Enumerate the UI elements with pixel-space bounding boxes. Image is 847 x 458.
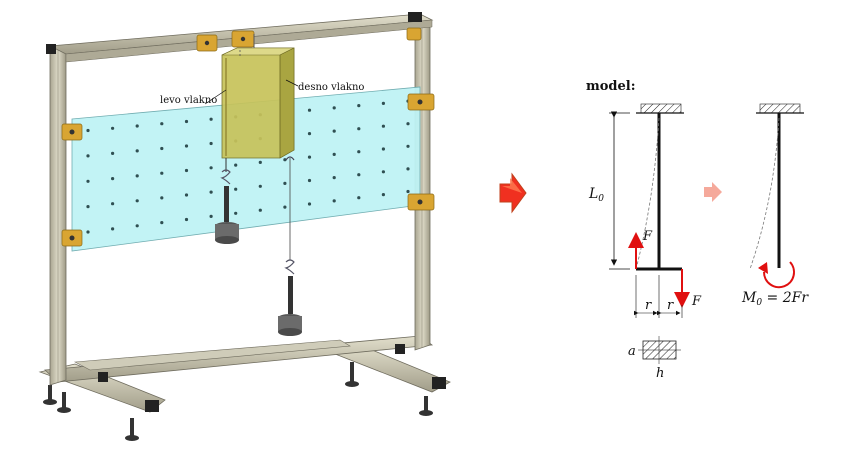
force-label-left: F — [642, 229, 653, 244]
right-fiber-leader — [285, 79, 299, 87]
cross-section-a-label: a — [628, 344, 636, 359]
fixed-support-left — [640, 103, 682, 114]
panel-hole — [209, 214, 213, 218]
force-label-right: F — [691, 294, 702, 309]
panel-hole — [135, 199, 139, 203]
panel-hole — [184, 168, 189, 173]
panel-hole — [258, 160, 262, 164]
panel-hole — [307, 108, 312, 112]
panel-hole — [209, 190, 213, 194]
fixed-support-right — [759, 103, 801, 114]
panel-hole — [357, 196, 361, 200]
panel-hole — [283, 205, 287, 209]
panel-hole — [381, 124, 385, 128]
panel-hole — [381, 193, 385, 197]
panel-hole — [357, 104, 361, 108]
panel-hole — [332, 129, 336, 133]
panel-hole — [160, 221, 164, 225]
left-fiber-label: levo vlakno — [160, 95, 217, 106]
panel-hole — [160, 196, 164, 200]
panel-hole — [332, 199, 336, 203]
panel-hole — [332, 106, 336, 110]
base-frame — [38, 335, 451, 441]
panel-hole — [86, 230, 90, 234]
panel-hole — [406, 189, 410, 194]
panel-hole — [381, 170, 385, 174]
panel-hole — [258, 208, 262, 212]
panel-hole — [184, 144, 189, 148]
panel-hole — [209, 166, 213, 170]
length-label: L0 — [588, 186, 604, 204]
r-label-1: r — [645, 298, 652, 313]
deflected-shape-right — [749, 117, 780, 270]
panel-hole — [86, 154, 90, 158]
panel-hole — [406, 144, 410, 148]
panel-hole — [135, 174, 139, 178]
faint-transition-arrow — [704, 182, 722, 202]
panel-hole — [283, 158, 287, 162]
panel-hole — [406, 122, 410, 126]
panel-hole — [234, 187, 238, 191]
panel-hole — [111, 177, 115, 181]
hanging-box — [221, 34, 295, 159]
panel-hole — [160, 171, 164, 175]
left-fiber-leader — [204, 89, 227, 105]
panel-hole — [184, 119, 189, 124]
panel-hole — [357, 173, 361, 177]
r-label-2: r — [667, 298, 674, 313]
right-fiber-label: desno vlakno — [298, 82, 364, 93]
panel-hole — [234, 211, 238, 215]
panel-hole — [160, 146, 164, 151]
panel-hole — [184, 217, 189, 222]
panel-hole — [111, 151, 115, 155]
panel-hole — [135, 149, 139, 153]
panel-hole — [332, 176, 336, 180]
panel-hole — [86, 128, 90, 133]
model-diagram: model: L0 F F r r a h — [586, 79, 809, 381]
panel-hole — [283, 181, 287, 185]
apparatus: levo vlakno desno vlakno — [38, 12, 451, 441]
panel-hole — [160, 122, 164, 126]
panel-hole — [111, 202, 115, 206]
panel-hole — [86, 205, 90, 209]
panel-hole — [209, 141, 213, 146]
deflected-shape-left — [635, 117, 660, 270]
panel-hole — [111, 126, 115, 130]
panel-hole — [307, 132, 312, 136]
panel-hole — [234, 163, 238, 167]
panel-hole — [135, 224, 139, 228]
panel-hole — [184, 193, 189, 197]
panel-hole — [307, 178, 312, 183]
panel-hole — [332, 152, 336, 156]
panel-hole — [307, 155, 312, 159]
panel-hole — [86, 179, 90, 183]
hanging-weights — [215, 156, 302, 336]
panel-hole — [381, 101, 385, 105]
panel-hole — [209, 117, 213, 121]
panel-hole — [307, 202, 312, 206]
panel-hole — [406, 167, 410, 171]
bracket-bolts — [69, 36, 423, 241]
model-title: model: — [586, 79, 636, 94]
panel-hole — [357, 150, 361, 154]
moment-label: M0 = 2Fr — [741, 290, 809, 308]
moment-arrow — [762, 261, 795, 289]
panel-hole — [258, 184, 262, 188]
panel-hole — [381, 147, 385, 151]
panel-hole — [135, 124, 139, 128]
transition-arrow — [499, 172, 527, 214]
panel-hole — [111, 227, 115, 231]
panel-hole — [357, 127, 361, 131]
cross-section-h-label: h — [656, 366, 664, 381]
